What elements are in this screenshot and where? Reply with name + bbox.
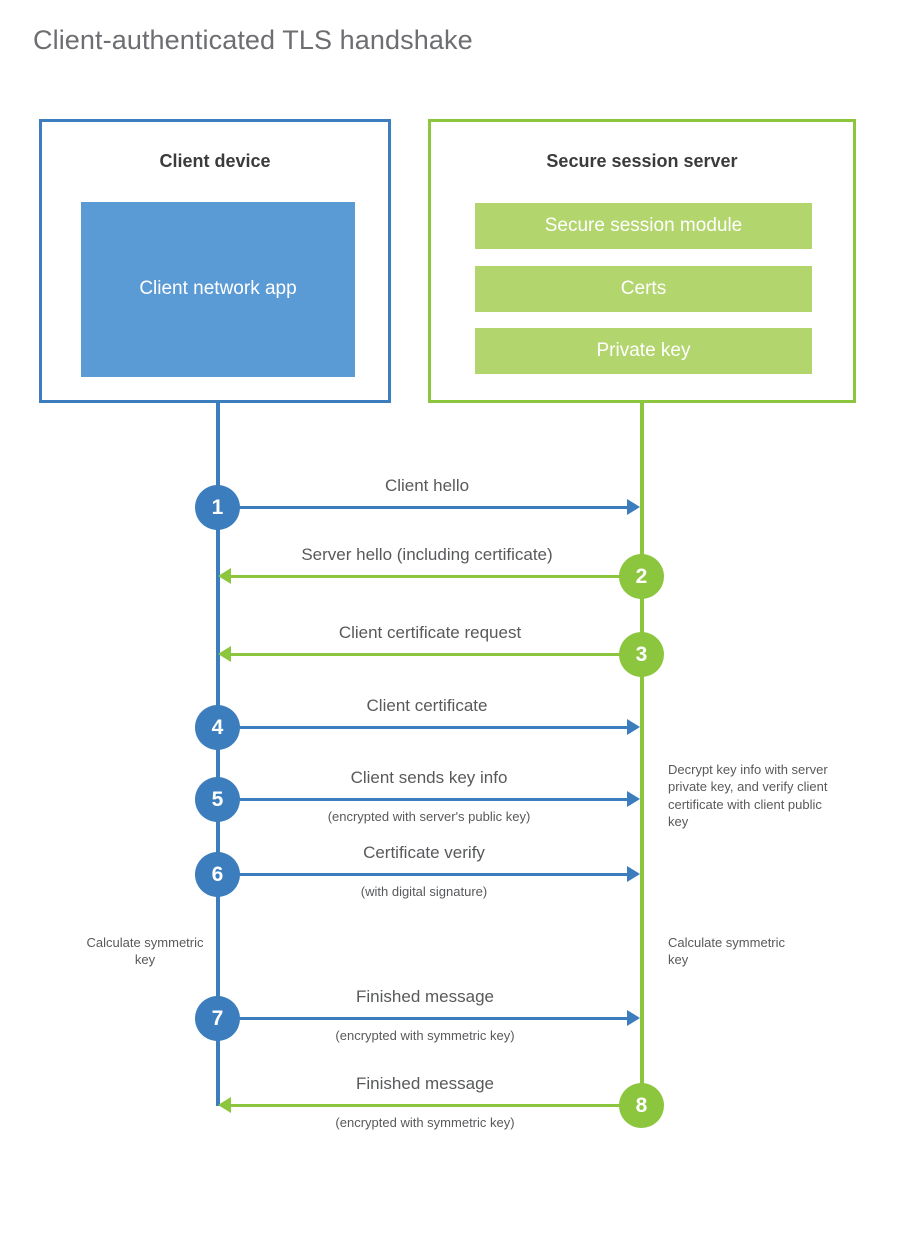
private-key-label: Private key	[596, 339, 691, 361]
arrow-head-4	[627, 719, 640, 735]
arrow-head-1	[627, 499, 640, 515]
step-circle-8[interactable]: 8	[619, 1083, 664, 1128]
message-label-3: Client certificate request	[338, 623, 522, 642]
note-server-calculate-symmetric-key: Calculate symmetric key	[668, 935, 786, 968]
client-network-app-label: Client network app	[139, 278, 297, 300]
page-title: Client-authenticated TLS handshake	[33, 25, 473, 55]
arrow-head-6	[627, 866, 640, 882]
certs-block: Certs	[475, 266, 812, 312]
note-decrypt-key-info: Decrypt key info with server private key…	[668, 762, 828, 829]
client-network-app-block: Client network app	[81, 202, 355, 377]
server-lifeline	[640, 402, 644, 1106]
message-label-5: Client sends key info	[350, 768, 508, 787]
message-label-7: Finished message	[356, 987, 494, 1006]
step-circle-7[interactable]: 7	[195, 996, 240, 1041]
arrow-shaft-1	[218, 506, 627, 509]
note-client-calculate-symmetric-key: Calculate symmetric key	[86, 935, 204, 968]
arrow-shaft-7	[218, 1017, 627, 1020]
secure-session-server-title: Secure session server	[546, 151, 738, 171]
client-device-box: Client device Client network app	[39, 119, 391, 403]
arrow-shaft-4	[218, 726, 627, 729]
message-sublabel-6: (with digital signature)	[360, 884, 488, 899]
arrow-shaft-3	[231, 653, 627, 656]
arrow-head-8	[218, 1097, 231, 1113]
step-circle-4[interactable]: 4	[195, 705, 240, 750]
client-device-title: Client device	[159, 151, 271, 171]
step-circle-5[interactable]: 5	[195, 777, 240, 822]
secure-session-module-label: Secure session module	[544, 214, 743, 236]
message-label-6: Certificate verify	[363, 843, 485, 862]
message-sublabel-5: (encrypted with server's public key)	[327, 809, 531, 824]
arrow-head-2	[218, 568, 231, 584]
arrow-shaft-8	[231, 1104, 627, 1107]
step-circle-6[interactable]: 6	[195, 852, 240, 897]
certs-label: Certs	[620, 277, 667, 299]
message-sublabel-7: (encrypted with symmetric key)	[335, 1028, 515, 1043]
message-label-8: Finished message	[356, 1074, 494, 1093]
secure-session-module-block: Secure session module	[475, 203, 812, 249]
step-circle-3[interactable]: 3	[619, 632, 664, 677]
secure-session-server-box: Secure session server Secure session mod…	[428, 119, 856, 403]
message-label-1: Client hello	[384, 476, 470, 495]
arrow-head-5	[627, 791, 640, 807]
arrow-shaft-5	[218, 798, 627, 801]
arrow-head-3	[218, 646, 231, 662]
client-lifeline	[216, 402, 220, 1106]
message-label-4: Client certificate	[366, 696, 488, 715]
arrow-shaft-2	[231, 575, 627, 578]
step-circle-2[interactable]: 2	[619, 554, 664, 599]
step-circle-1[interactable]: 1	[195, 485, 240, 530]
message-sublabel-8: (encrypted with symmetric key)	[335, 1115, 515, 1130]
arrow-head-7	[627, 1010, 640, 1026]
message-label-2: Server hello (including certificate)	[301, 545, 553, 564]
arrow-shaft-6	[218, 873, 627, 876]
private-key-block: Private key	[475, 328, 812, 374]
